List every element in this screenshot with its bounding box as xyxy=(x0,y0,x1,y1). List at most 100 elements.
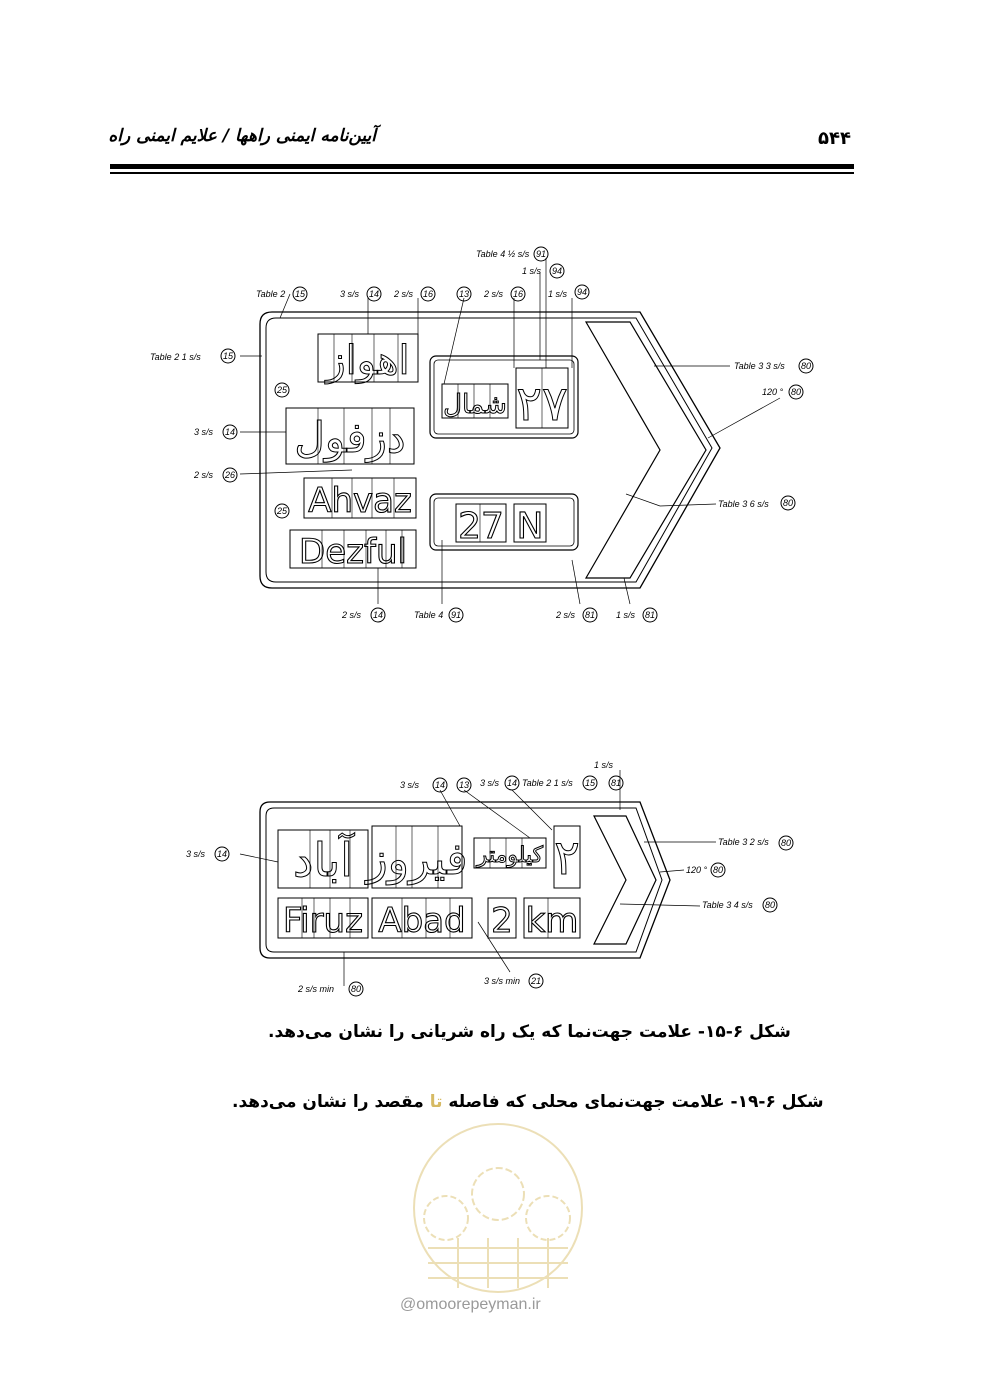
figure-2-diagram: آباد فیروز کیلومتر ۲ Firuz Abad 2 km 1 s… xyxy=(186,760,794,997)
annotation-label: Table 4 ½ s/s xyxy=(476,249,530,259)
sign-2-en-unit: km xyxy=(526,901,579,941)
sign-cell xyxy=(371,825,463,889)
annotation-circle xyxy=(510,286,526,302)
sign-1-en-line2: Dezful xyxy=(299,532,407,572)
annotation-label: 21 xyxy=(530,976,541,986)
annotation-label: 25 xyxy=(276,385,288,395)
leader-line xyxy=(619,903,701,907)
figure-2-caption-part1: شکل ۶-۱۹- علامت جهت‌نمای محلی که فاصله xyxy=(448,1092,824,1112)
leader-line xyxy=(511,789,553,831)
annotation-label: 80 xyxy=(781,838,791,848)
sign-1-chevron xyxy=(584,321,707,579)
annotation-circle xyxy=(456,286,472,302)
annotation-label: 3 s/s xyxy=(340,289,360,299)
annotation-label: 2 s/s xyxy=(555,610,576,620)
annotation-label: 25 xyxy=(276,506,288,516)
annotation-circle xyxy=(549,263,565,279)
annotation-label: 3 s/s xyxy=(186,849,206,859)
annotation-circle xyxy=(274,503,290,519)
annotation-label: Table 4 xyxy=(414,610,443,620)
leader-line xyxy=(477,921,511,973)
watermark-url: @omoorepeyman.ir xyxy=(400,1296,541,1313)
sign-cell xyxy=(433,497,575,547)
sign-2-fa-unit: کیلومتر xyxy=(476,843,544,868)
annotation-circle xyxy=(214,846,230,862)
gear-icon xyxy=(423,1195,469,1241)
route-fa-label: شمال xyxy=(443,390,507,420)
sign-cell xyxy=(473,837,547,869)
annotation-circle xyxy=(528,973,544,989)
annotation-label: 80 xyxy=(791,387,801,397)
sign-2-fa-word1: آباد xyxy=(293,833,355,887)
leader-line xyxy=(443,297,465,385)
leader-line xyxy=(707,397,781,439)
annotation-circle xyxy=(366,286,382,302)
annotation-circle xyxy=(432,777,448,793)
annotation-label: 13 xyxy=(459,780,469,790)
route-panel-fa xyxy=(429,355,579,439)
leader-line xyxy=(279,293,291,319)
annotation-label: 2 s/s min xyxy=(297,984,334,994)
annotation-circle xyxy=(274,382,290,398)
annotation-circle xyxy=(220,348,236,364)
annotation-label: 14 xyxy=(217,849,227,859)
annotation-label: 91 xyxy=(536,249,546,259)
gear-icon xyxy=(471,1167,525,1221)
annotation-label: Table 2 1 s/s xyxy=(522,778,573,788)
sign-2-en-word1: Firuz xyxy=(283,901,363,941)
figure-2-caption-part2: تا xyxy=(423,1092,449,1112)
annotation-circle xyxy=(798,358,814,374)
annotation-label: 14 xyxy=(373,610,383,620)
annotation-label: 1 s/s xyxy=(522,266,542,276)
annotation-circle xyxy=(762,897,778,913)
annotation-label: 3 s/s xyxy=(400,780,420,790)
annotation-circle xyxy=(780,495,796,511)
annotation-circle xyxy=(710,862,726,878)
sign-cell xyxy=(285,407,415,465)
leader-line xyxy=(239,469,353,475)
annotation-label: 3 s/s min xyxy=(484,976,520,986)
annotation-label: 80 xyxy=(713,865,723,875)
route-en-letter: N xyxy=(517,506,544,547)
annotation-circle xyxy=(788,384,804,400)
annotation-circle xyxy=(292,286,308,302)
sign-2-chevron xyxy=(593,815,657,945)
annotation-label: 1 s/s xyxy=(594,760,614,770)
annotation-label: 16 xyxy=(423,289,433,299)
annotation-label: 1 s/s xyxy=(616,610,636,620)
sign-cell xyxy=(441,383,509,419)
sign-2-fa-word2: فیروز xyxy=(364,834,467,885)
sign-cell xyxy=(303,477,417,519)
route-fa-number: ۲۷ xyxy=(516,376,568,432)
sign-1-fa-line1: اهواز xyxy=(324,338,409,384)
leader-line xyxy=(439,789,461,827)
annotation-label: 13 xyxy=(459,289,469,299)
annotation-label: 14 xyxy=(225,427,235,437)
annotation-label: 120 ° xyxy=(686,865,708,875)
annotation-label: 80 xyxy=(801,361,811,371)
annotation-circle xyxy=(574,284,590,300)
route-panel-en xyxy=(429,493,579,551)
header-rule-thin xyxy=(110,172,854,174)
leader-line xyxy=(659,503,717,507)
sign-1-inner-border xyxy=(265,317,713,583)
watermark-logo xyxy=(413,1123,583,1293)
sign-1-en-line1: Ahvaz xyxy=(308,481,412,521)
sign-cell xyxy=(277,829,369,889)
annotation-label: 2 s/s xyxy=(393,289,414,299)
annotation-label: 15 xyxy=(295,289,306,299)
annotation-circle xyxy=(222,424,238,440)
annotation-circle xyxy=(420,286,436,302)
page-number: ۵۴۴ xyxy=(818,128,851,149)
annotation-label: 94 xyxy=(552,266,562,276)
annotation-label: 2 s/s xyxy=(341,610,362,620)
annotation-circle xyxy=(348,981,364,997)
leader-line xyxy=(571,559,581,605)
annotation-label: 26 xyxy=(224,470,235,480)
sign-2-fa-number: ۲ xyxy=(554,830,580,886)
sign-cell xyxy=(433,359,575,435)
annotation-circle xyxy=(582,607,598,623)
sign-2-en-number: 2 xyxy=(491,901,513,941)
annotation-label: Table 3 2 s/s xyxy=(718,837,769,847)
annotation-label: 120 ° xyxy=(762,387,784,397)
